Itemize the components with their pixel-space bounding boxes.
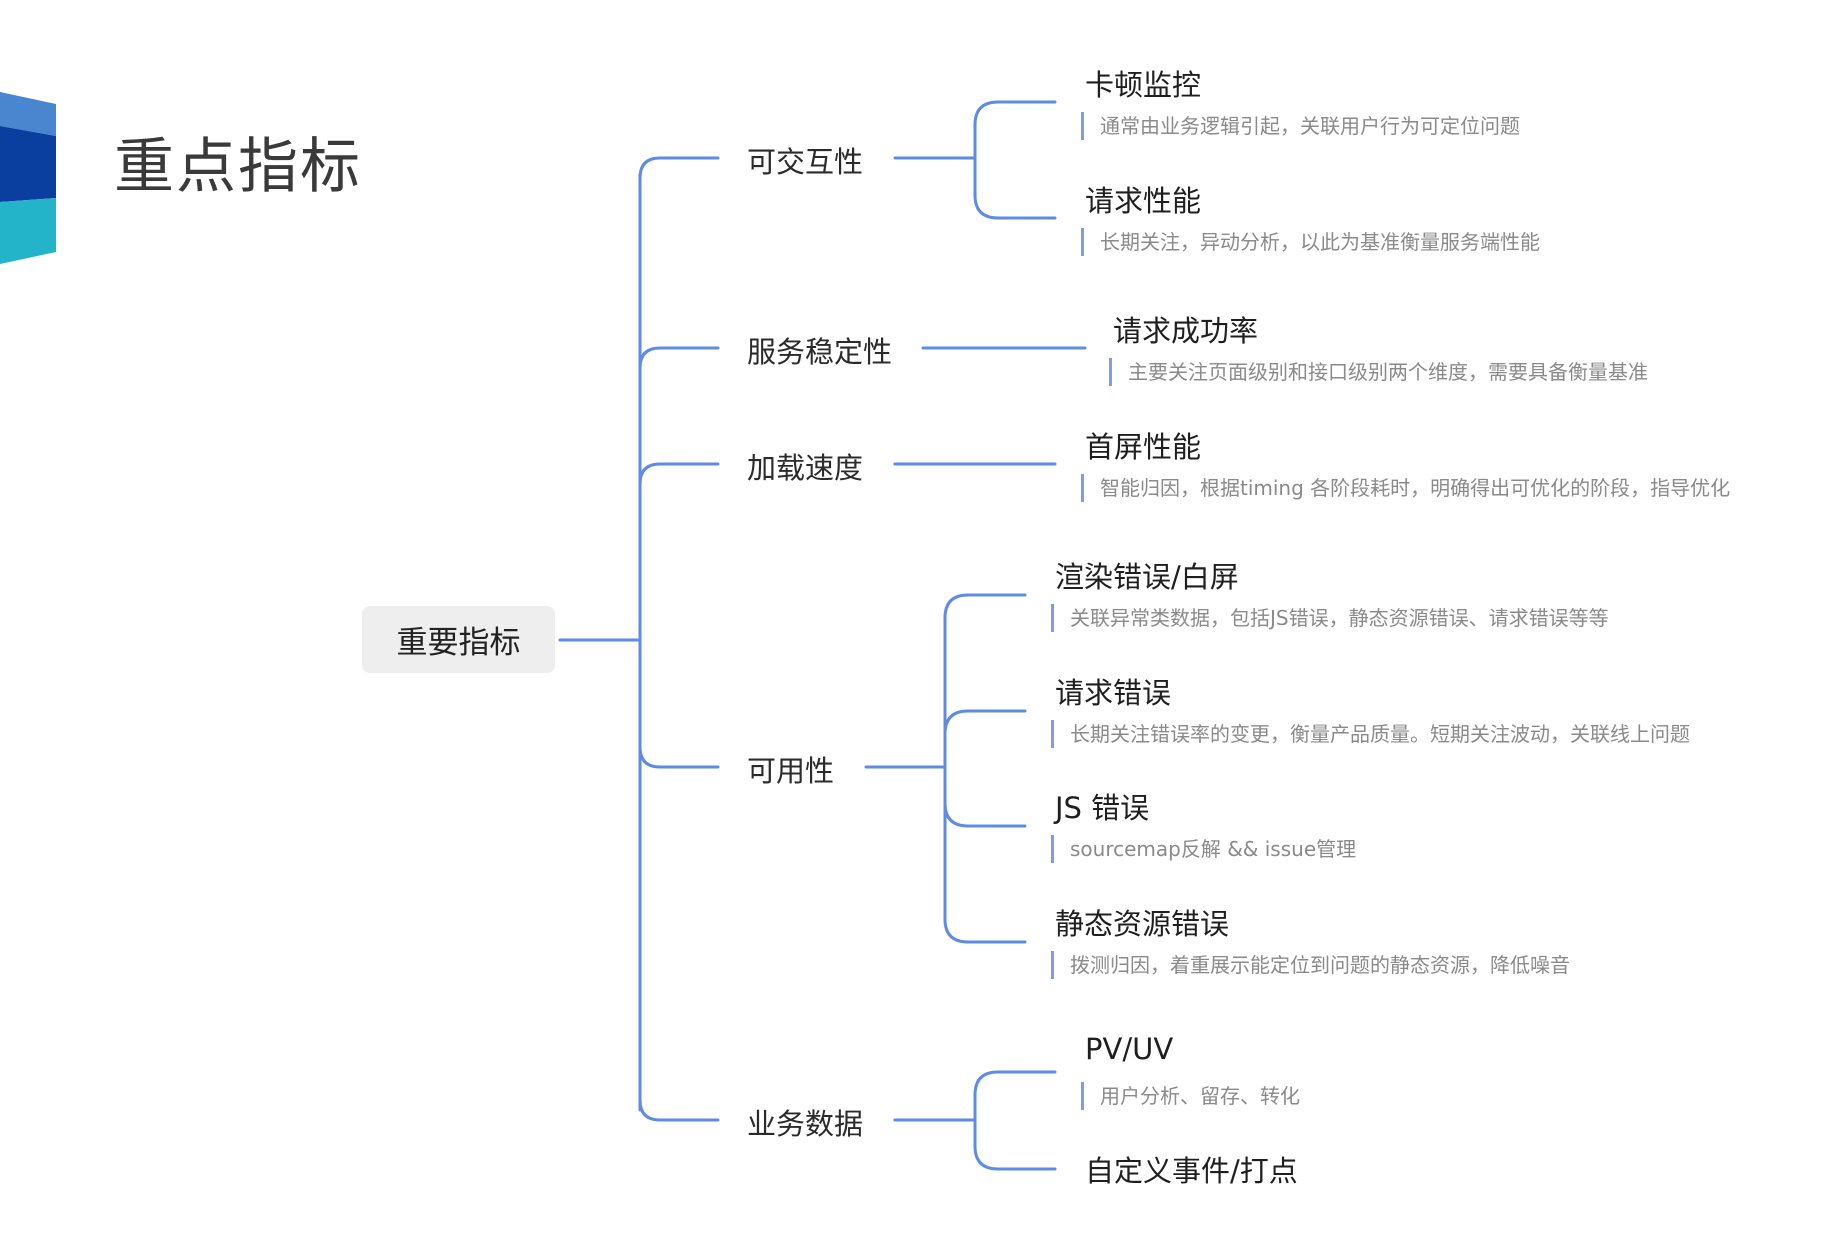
connector-b1-c2 <box>973 156 1057 220</box>
leaf-note: 智能归因，根据timing 各阶段耗时，明确得出可优化的阶段，指导优化 <box>1081 474 1730 502</box>
leaf-request-success-rate[interactable]: 请求成功率 <box>1113 314 1259 348</box>
leaf-note: 长期关注错误率的变更，衡量产品质量。短期关注波动，关联线上问题 <box>1051 720 1690 748</box>
connector-branch-4 <box>638 745 720 769</box>
leaf-first-screen-performance[interactable]: 首屏性能 <box>1085 430 1202 464</box>
leaf-note: 用户分析、留存、转化 <box>1081 1082 1300 1110</box>
logo-teal <box>0 198 56 264</box>
leaf-jank-monitor[interactable]: 卡顿监控 <box>1085 68 1202 102</box>
connector-branch-2 <box>638 346 720 370</box>
leaf-pv-uv[interactable]: PV/UV <box>1085 1032 1174 1066</box>
logo-mark <box>0 92 56 264</box>
connector-branch-1 <box>638 156 720 180</box>
branch-availability[interactable]: 可用性 <box>747 754 835 788</box>
logo-blue-light <box>0 92 56 136</box>
connector-b4-c1 <box>943 593 1027 769</box>
leaf-static-resource-error[interactable]: 静态资源错误 <box>1055 907 1230 941</box>
connector-branch-3 <box>638 462 720 486</box>
leaf-request-error[interactable]: 请求错误 <box>1055 676 1172 710</box>
leaf-note: 长期关注，异动分析，以此为基准衡量服务端性能 <box>1081 228 1540 256</box>
connector-b1-c1 <box>973 100 1057 160</box>
logo-blue-dark <box>0 126 56 202</box>
leaf-note: 通常由业务逻辑引起，关联用户行为可定位问题 <box>1081 112 1520 140</box>
connector-branch-5 <box>638 1098 720 1122</box>
leaf-request-performance[interactable]: 请求性能 <box>1085 184 1202 218</box>
leaf-note: sourcemap反解 && issue管理 <box>1051 835 1356 863</box>
leaf-note: 主要关注页面级别和接口级别两个维度，需要具备衡量基准 <box>1109 358 1648 386</box>
connector-b4-c2 <box>943 709 1027 769</box>
connector-b5-c1 <box>973 1070 1057 1122</box>
connector-b4-c3 <box>943 765 1027 828</box>
leaf-js-error[interactable]: JS 错误 <box>1055 791 1150 825</box>
leaf-custom-event[interactable]: 自定义事件/打点 <box>1085 1154 1298 1188</box>
leaf-note: 拨测归因，着重展示能定位到问题的静态资源，降低噪音 <box>1051 951 1570 979</box>
leaf-note: 关联异常类数据，包括JS错误，静态资源错误、请求错误等等 <box>1051 604 1609 632</box>
leaf-render-error[interactable]: 渲染错误/白屏 <box>1055 560 1239 594</box>
branch-service-stability[interactable]: 服务稳定性 <box>747 335 893 369</box>
page-title: 重点指标 <box>114 132 362 202</box>
root-label: 重要指标 <box>396 625 521 661</box>
connector-b4-c4 <box>943 765 1027 944</box>
connector-b5-c2 <box>973 1118 1057 1171</box>
branch-business-data[interactable]: 业务数据 <box>747 1107 864 1141</box>
branch-load-speed[interactable]: 加载速度 <box>747 451 864 485</box>
root-node[interactable]: 重要指标 <box>362 606 555 673</box>
branch-interactivity[interactable]: 可交互性 <box>747 145 864 179</box>
